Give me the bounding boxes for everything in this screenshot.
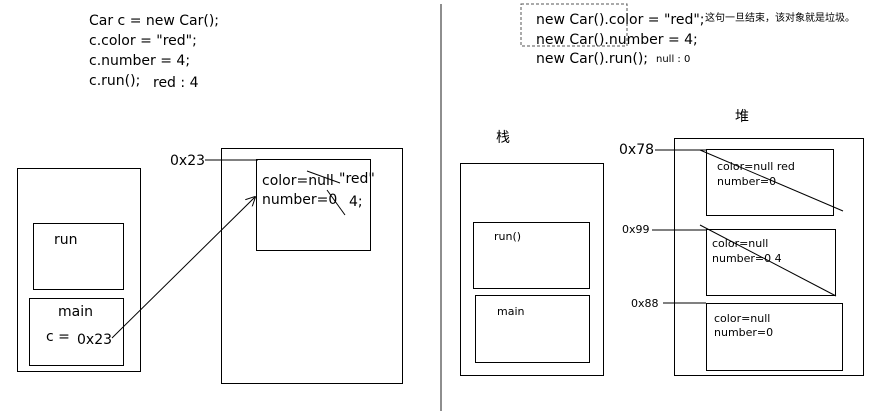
- run-label: run(): [494, 230, 522, 243]
- run-frame: [473, 222, 590, 289]
- code-line: new Car().color = "red";: [536, 12, 705, 28]
- code-line: c.color = "red";: [89, 33, 197, 49]
- main-label: main: [497, 305, 525, 318]
- stack-frame-outer: [17, 168, 141, 372]
- run-label: run: [54, 232, 78, 248]
- heap-area: [221, 148, 403, 384]
- color-field: color=null: [712, 237, 769, 250]
- heap-area: [674, 138, 864, 376]
- number-field: number=0: [717, 175, 777, 188]
- heap-address-label: 0x99: [622, 223, 650, 236]
- heap-object-box: [706, 229, 836, 296]
- number-new-value: 4;: [349, 194, 363, 210]
- stack-area: [460, 163, 604, 376]
- heap-address-label: 0x78: [619, 142, 655, 158]
- main-frame: [475, 295, 590, 363]
- main-label: main: [58, 304, 93, 320]
- color-new-value: "red": [339, 171, 375, 187]
- color-field: color=null red: [717, 160, 795, 173]
- variable-c-value: 0x23: [77, 332, 113, 348]
- code-line: Car c = new Car();: [89, 13, 220, 29]
- color-field: color=null: [262, 173, 334, 189]
- heap-object-box: [256, 159, 371, 251]
- color-field: color=null: [714, 312, 771, 325]
- run-frame: [33, 223, 124, 290]
- heap-address-label: 0x88: [631, 297, 659, 310]
- output-text: null : 0: [656, 54, 691, 65]
- code-line: c.run();: [89, 73, 141, 89]
- code-line: c.number = 4;: [89, 53, 191, 69]
- code-line: new Car().number = 4;: [536, 32, 698, 48]
- heap-object-box: [706, 149, 834, 216]
- code-line: new Car().run();: [536, 51, 649, 67]
- heap-address-label: 0x23: [170, 153, 206, 169]
- main-frame: [29, 298, 124, 366]
- stack-title: 栈: [496, 130, 510, 146]
- variable-c-label: c =: [46, 329, 70, 345]
- heap-title: 堆: [735, 109, 749, 125]
- number-field: number=0: [262, 192, 338, 208]
- heap-object-box: [706, 303, 843, 371]
- number-field: number=0: [714, 326, 774, 339]
- number-field: number=0 4: [712, 252, 782, 265]
- output-text: red : 4: [153, 75, 199, 91]
- garbage-comment: 这句一旦结束，该对象就是垃圾。: [705, 13, 855, 24]
